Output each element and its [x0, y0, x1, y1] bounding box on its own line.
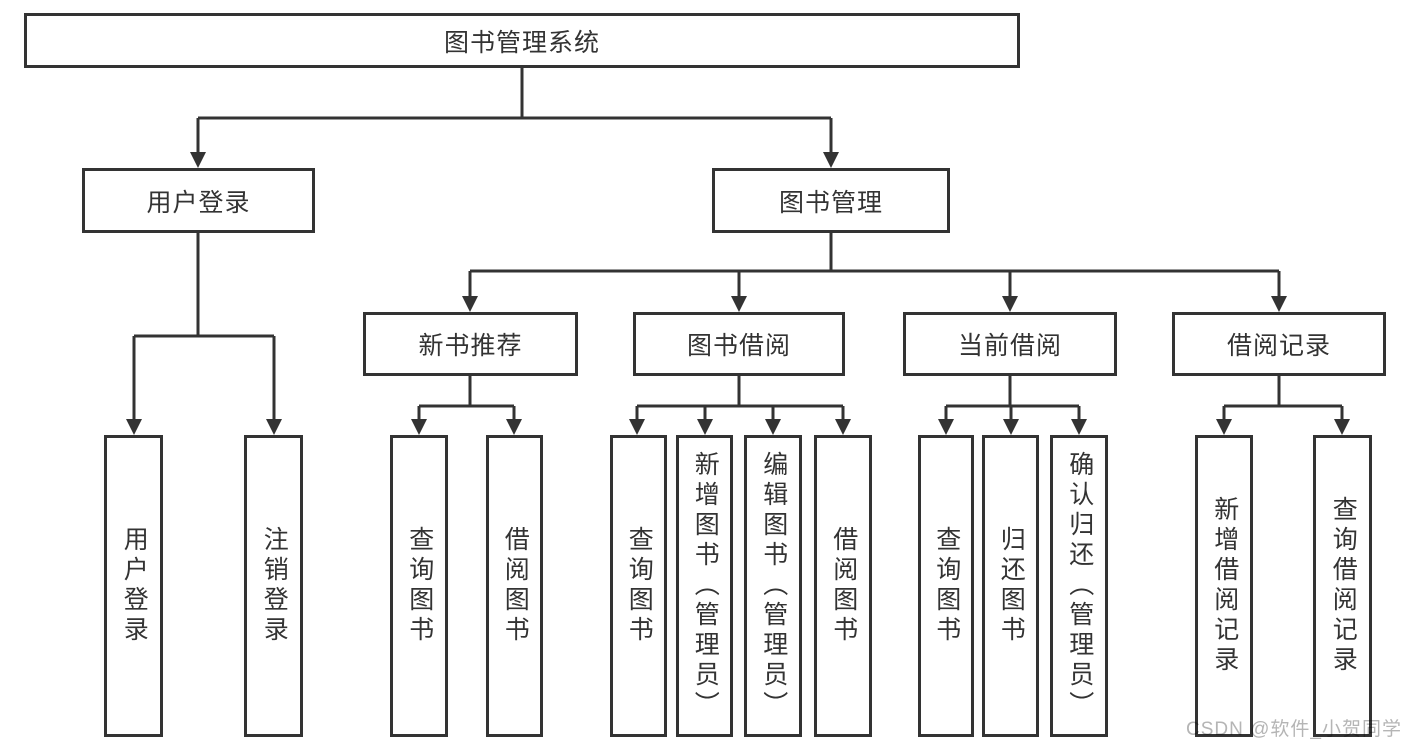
leaf-query-books-current-label: 查询图书 — [932, 526, 961, 646]
node-book-borrow: 图书借阅 — [633, 312, 845, 376]
leaf-logout-label: 注销登录 — [260, 526, 289, 646]
leaf-query-books-borrow-label: 查询图书 — [625, 526, 654, 646]
node-current-borrow-label: 当前借阅 — [957, 332, 1062, 360]
leaf-query-books-current: 查询图书 — [918, 435, 974, 737]
leaf-user-login: 用户登录 — [104, 435, 163, 737]
leaf-add-borrow-record-label: 新增借阅记录 — [1210, 496, 1239, 676]
node-borrow-records: 借阅记录 — [1172, 312, 1386, 376]
node-user-login: 用户登录 — [82, 168, 315, 233]
connector-borrow-records — [1216, 376, 1350, 435]
node-root: 图书管理系统 — [24, 13, 1020, 68]
csdn-watermark: CSDN @软件_小贺同学 — [1186, 719, 1402, 740]
leaf-edit-book-admin: 编辑图书（管理员） — [744, 435, 802, 737]
node-book-management: 图书管理 — [712, 168, 950, 233]
leaf-return-book-label: 归还图书 — [997, 526, 1026, 646]
leaf-return-book: 归还图书 — [982, 435, 1039, 737]
leaf-borrow-books-recommend-label: 借阅图书 — [501, 526, 530, 646]
connector-book-borrow — [629, 376, 851, 435]
leaf-confirm-return-admin: 确认归还（管理员） — [1050, 435, 1108, 737]
connector-new-book — [411, 376, 522, 435]
node-book-management-label: 图书管理 — [778, 188, 883, 217]
leaf-query-books-recommend-label: 查询图书 — [405, 526, 434, 646]
node-new-book-recommend-label: 新书推荐 — [418, 332, 523, 360]
node-new-book-recommend: 新书推荐 — [363, 312, 578, 376]
leaf-confirm-return-admin-label: 确认归还（管理员） — [1065, 451, 1094, 721]
connector-root — [190, 68, 839, 168]
leaf-logout: 注销登录 — [244, 435, 303, 737]
connector-current-borrow — [938, 376, 1087, 435]
leaf-borrow-books-recommend: 借阅图书 — [486, 435, 543, 737]
node-root-label: 图书管理系统 — [443, 28, 600, 57]
leaf-borrow-books: 借阅图书 — [814, 435, 872, 737]
leaf-query-books-recommend: 查询图书 — [390, 435, 448, 737]
leaf-add-book-admin-label: 新增图书（管理员） — [691, 451, 720, 721]
leaf-edit-book-admin-label: 编辑图书（管理员） — [759, 451, 788, 721]
leaf-user-login-label: 用户登录 — [120, 526, 149, 646]
leaf-borrow-books-label: 借阅图书 — [829, 526, 858, 646]
node-book-borrow-label: 图书借阅 — [686, 332, 791, 360]
leaf-query-borrow-record-label: 查询借阅记录 — [1329, 496, 1358, 676]
leaf-add-book-admin: 新增图书（管理员） — [676, 435, 733, 737]
leaf-query-borrow-record: 查询借阅记录 — [1313, 435, 1372, 737]
node-borrow-records-label: 借阅记录 — [1226, 332, 1331, 360]
node-current-borrow: 当前借阅 — [903, 312, 1117, 376]
connector-book-management — [462, 233, 1287, 312]
connector-user-login — [126, 233, 282, 435]
node-user-login-label: 用户登录 — [146, 188, 251, 217]
leaf-add-borrow-record: 新增借阅记录 — [1195, 435, 1253, 737]
leaf-query-books-borrow: 查询图书 — [610, 435, 667, 737]
